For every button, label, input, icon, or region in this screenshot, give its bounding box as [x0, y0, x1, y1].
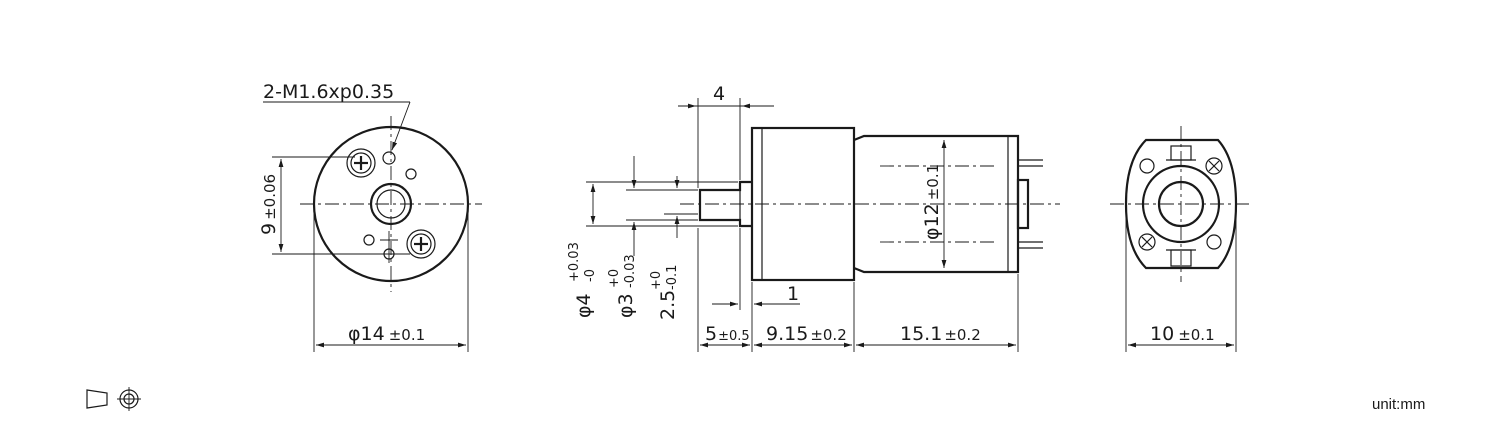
thread-callout: 2-M1.6xp0.35 [263, 81, 394, 103]
len-shaft: 5 [705, 323, 717, 345]
dim-diameter-label: φ14 [348, 323, 385, 345]
dim-flat-2-5: 2.5 [657, 290, 679, 320]
rear-body-outline [1124, 138, 1238, 270]
len-shaft-tol: ±0.5 [718, 329, 750, 344]
svg-text:9.15±0.2: 9.15±0.2 [766, 323, 847, 345]
front-shaft-inner [376, 189, 406, 219]
dim-shaft-flat: 4 [713, 83, 725, 105]
third-angle-projection-cone-icon [86, 389, 108, 409]
dim-shaft-d4: φ4 [573, 293, 595, 318]
dim-shaft-d3: φ3 [615, 293, 637, 318]
front-shaft-outer [369, 182, 413, 226]
projection-symbol [86, 387, 141, 411]
len-gearbox: 9.15 [766, 323, 808, 345]
len-motor: 15.1 [900, 323, 942, 345]
rear-hole [1139, 158, 1155, 174]
dim-pitch-tol: ±0.06 [261, 174, 279, 220]
threaded-hole [405, 168, 417, 180]
len-motor-tol: ±0.2 [944, 326, 980, 344]
dim-flat-tol-lower: -0.1 [665, 265, 680, 290]
dim-shaft-d3-tol-lower: -0.03 [623, 254, 638, 288]
dim-collar: 1 [787, 283, 799, 305]
unit-label: unit:mm [1372, 396, 1425, 413]
screw-icon [1205, 157, 1223, 175]
threaded-hole [363, 234, 375, 246]
threaded-hole [382, 151, 396, 165]
third-angle-projection-circles-icon [117, 387, 141, 411]
dim-shaft-d3-tol-upper: +0 [607, 269, 622, 288]
svg-text:9±0.06: 9 ±0.06 [258, 174, 280, 235]
dim-motor-d12: φ12 [921, 203, 943, 240]
dim-flat-tol-upper: +0 [649, 271, 664, 290]
side-view: 4 1 φ4 +0.03 -0 φ3 +0 -0.03 2.5 +0 -0.1 … [567, 83, 1060, 352]
gearbox-body [750, 126, 856, 282]
svg-text:5±0.5: 5±0.5 [705, 323, 750, 345]
svg-text:φ12±0.1: φ12 ±0.1 [921, 164, 943, 240]
rear-hole [1206, 234, 1222, 250]
front-view: 2-M1.6xp0.35 9 ±0.06 φ14±0.1 [258, 81, 482, 352]
rear-bearing-inner [1157, 180, 1205, 228]
svg-text:15.1±0.2: 15.1±0.2 [900, 323, 981, 345]
dim-shaft-d4-tol-lower: -0 [583, 269, 598, 282]
svg-text:φ14±0.1: φ14±0.1 [348, 323, 425, 345]
screw-icon [406, 229, 436, 259]
svg-text:φ4: φ4 [573, 293, 595, 318]
dim-diameter-tol: ±0.1 [389, 326, 425, 344]
dim-shaft-d4-tol-upper: +0.03 [567, 242, 582, 282]
rear-bearing-outer [1141, 164, 1221, 244]
dim-motor-d12-tol: ±0.1 [924, 164, 942, 200]
screw-icon [1138, 233, 1156, 251]
screw-icon [346, 148, 376, 178]
rear-view: 10±0.1 [1110, 126, 1252, 352]
dim-width: 10 [1150, 323, 1174, 345]
output-shaft [698, 180, 752, 228]
len-gearbox-tol: ±0.2 [810, 326, 846, 344]
dim-pitch-label: 9 [258, 223, 280, 235]
dim-width-tol: ±0.1 [1178, 326, 1214, 344]
svg-text:10±0.1: 10±0.1 [1150, 323, 1215, 345]
